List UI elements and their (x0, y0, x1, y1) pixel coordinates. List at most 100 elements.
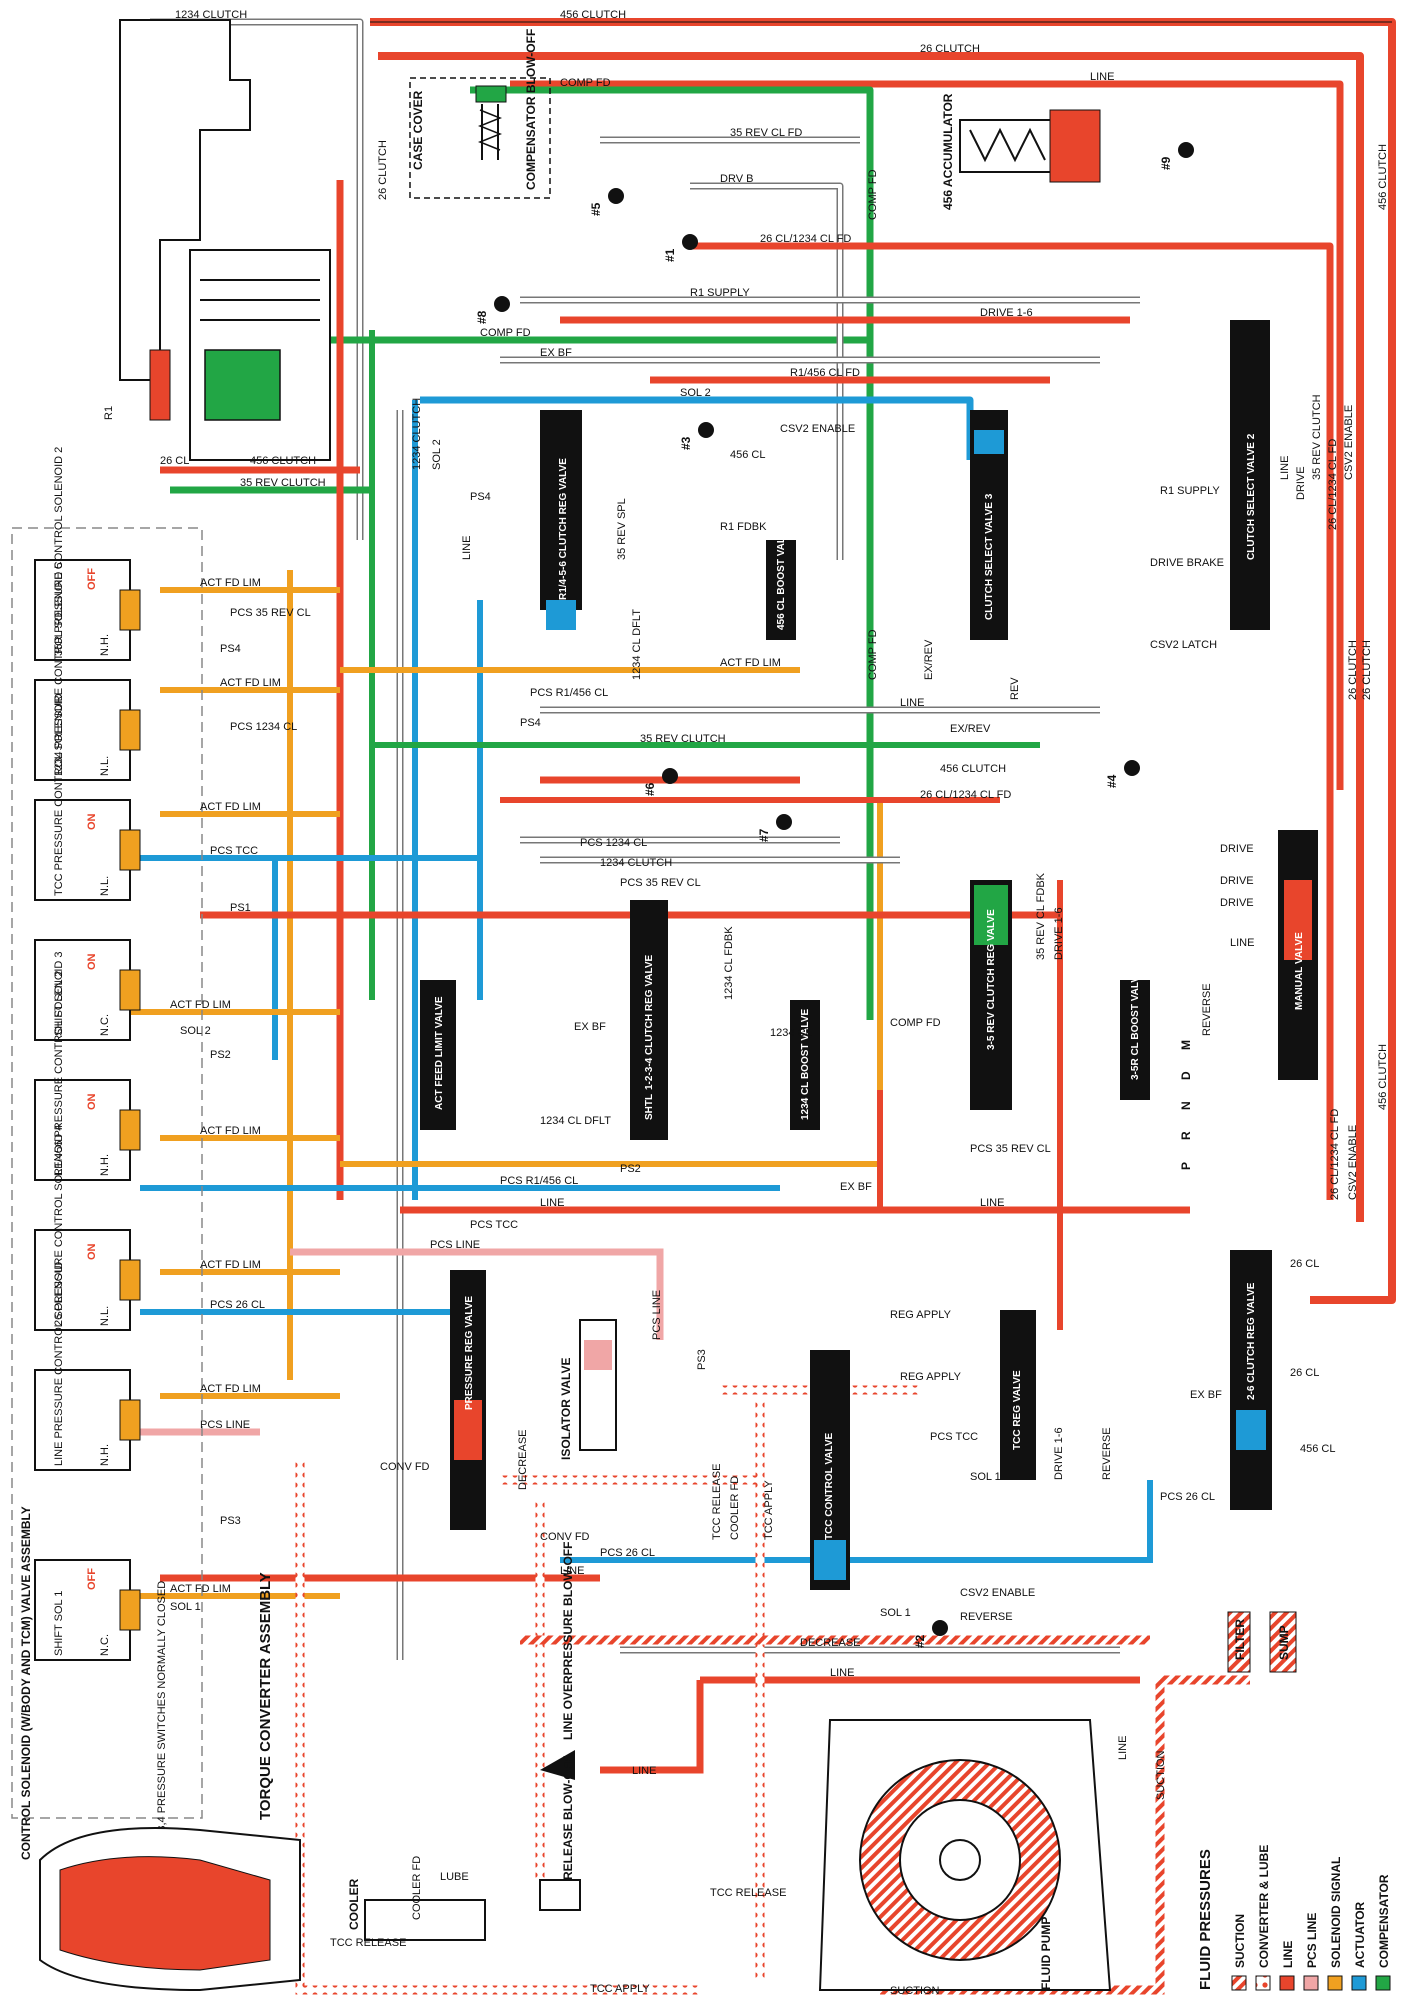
solenoid-body (34, 939, 131, 1041)
svg-text:1234 CL BOOST VALVE: 1234 CL BOOST VALVE (800, 1009, 811, 1120)
label-pcs-tcc-2: PCS TCC (470, 1219, 518, 1231)
label-comp-fd-2: COMP FD (480, 327, 531, 339)
label-suction: SUCTION (890, 1985, 940, 1997)
legend-swatch (1231, 1975, 1247, 1991)
label-35-rev-spl: 35 REV SPL (616, 498, 628, 560)
check-ball-icon (1178, 142, 1194, 158)
label-line-2: LINE (900, 697, 924, 709)
prndm-N: N (1179, 1101, 1193, 1110)
check-ball-label: #8 (475, 310, 489, 324)
check-ball-icon (1124, 760, 1140, 776)
svg-text:R1/4-5-6 CLUTCH REG VALVE: R1/4-5-6 CLUTCH REG VALVE (558, 458, 569, 600)
label-pcs-tcc-3: PCS TCC (930, 1431, 978, 1443)
solenoid-name: SHIFT SOL 2 (53, 971, 65, 1036)
check-ball-icon (932, 1620, 948, 1636)
accumulator-label: 456 ACCUMULATOR (941, 93, 955, 210)
label-pcs-35-rev-2: PCS 35 REV CL (620, 877, 701, 889)
label-ps4-3: PS4 (520, 717, 541, 729)
label-35-rev-clutch: 35 REV CLUTCH (240, 477, 326, 489)
legend-swatch (1375, 1975, 1391, 1991)
solenoid-6: LINE PRESSURE CONTROL SOLENOID N.H. (34, 1262, 141, 1471)
svg-text:456 CL BOOST VALVE: 456 CL BOOST VALVE (776, 524, 787, 630)
solenoid-state: OFF (86, 1568, 98, 1590)
solenoid-type: N.C. (99, 1634, 111, 1656)
control-solenoid-label: CONTROL SOLENOID (W/BODY AND TCM) VALVE … (19, 1506, 33, 1860)
label-pcs-r1-456-2: PCS R1/456 CL (500, 1175, 578, 1187)
converter-lube-circuits (295, 1385, 1250, 1995)
valve-clutch-select-2: CLUTCH SELECT VALVE 2 (1230, 320, 1270, 630)
circuit-26-clutch (378, 52, 1364, 1222)
solenoid-type: N.H. (99, 1444, 111, 1466)
label-comp-fd-vert-2: COMP FD (867, 629, 879, 680)
prndm-D: D (1179, 1071, 1193, 1080)
valve-35r-cl-boost: 3-5R CL BOOST VALVE (1120, 969, 1150, 1100)
label-tcc-release-vert: TCC RELEASE (711, 1464, 723, 1540)
check-ball-icon (494, 296, 510, 312)
valve-1234-cl-boost: 1234 CL BOOST VALVE (790, 1000, 820, 1130)
label-r1-fdbk: R1 FDBK (720, 521, 767, 533)
valve-act-feed-limit: ACT FEED LIMIT VALVE (420, 980, 456, 1130)
legend-item: ACTUATOR (1351, 1901, 1367, 1991)
solenoid-name: 1234 PRESSURE CONTROL SOLENOID 5 (53, 562, 65, 776)
solenoid-port (119, 589, 141, 631)
solenoid-body (34, 679, 131, 781)
pressure-switches-label: 1,2,3,4 PRESSURE SWITCHES NORMALLY CLOSE… (156, 1581, 168, 1850)
label-act-fd-lim-3: ACT FD LIM (220, 677, 281, 689)
label-cooler-fd-vert: COOLER FD (729, 1476, 741, 1540)
label-1234-clutch: 1234 CLUTCH (175, 9, 247, 21)
label-1234-cl-dflt: 1234 CL DFLT (631, 609, 643, 680)
label-conv-fd: CONV FD (380, 1461, 430, 1473)
label-pcs-tcc: PCS TCC (210, 845, 258, 857)
valve-1234-clutch-reg: 1-2-3-4 CLUTCH REG VALVE SHTL (630, 900, 668, 1140)
svg-text:3-5R CL BOOST VALVE: 3-5R CL BOOST VALVE (1130, 969, 1141, 1080)
compensator-label: COMPENSATOR BLOW-OFF (524, 29, 538, 190)
label-act-fd-lim-2: ACT FD LIM (720, 657, 781, 669)
legend-label: COMPENSATOR (1377, 1874, 1391, 1968)
svg-text:SHTL: SHTL (644, 1094, 655, 1120)
svg-text:TCC REG VALVE: TCC REG VALVE (1012, 1370, 1023, 1450)
valve-isolator: ISOLATOR VALVE (559, 1319, 617, 1460)
solenoid-type: N.L. (99, 1306, 111, 1326)
label-26-cl-1234-right-2: 26 CL/1234 CL FD (1327, 439, 1339, 530)
solenoid-body (34, 1079, 131, 1181)
solenoid-state: ON (86, 813, 98, 830)
check-ball-label: #7 (757, 828, 771, 842)
label-pcs-r1-456: PCS R1/456 CL (530, 687, 608, 699)
label-456-cl: 456 CL (730, 449, 765, 461)
cooler: COOLER (347, 1878, 486, 1941)
prndm-M: M (1179, 1040, 1193, 1050)
label-rev: REV (1009, 677, 1021, 700)
label-35-rev-cl-fdbk: 35 REV CL FDBK (1035, 872, 1047, 960)
label-drive-1-6-2: DRIVE 1-6 (1053, 907, 1065, 960)
legend-label: SUCTION (1233, 1914, 1247, 1968)
label-26-clutch-vert: 26 CLUTCH (377, 140, 389, 200)
label-drive-brake: DRIVE BRAKE (1150, 557, 1224, 569)
solenoid-state: ON (86, 1243, 98, 1260)
valve-pressure-reg: PRESSURE REG VALVE (450, 1270, 486, 1530)
left-bus (272, 180, 483, 1660)
label-cooler-fd: COOLER FD (411, 1856, 423, 1920)
label-pcs-line: PCS LINE (430, 1239, 480, 1251)
label-line-4: LINE (980, 1197, 1004, 1209)
label-drive-1-6: DRIVE 1-6 (980, 307, 1033, 319)
label-csv2-enable: CSV2 ENABLE (780, 423, 855, 435)
solenoid-port (119, 829, 141, 871)
label-comp-fd-3: COMP FD (890, 1017, 941, 1029)
case-cover: CASE COVER COMPENSATOR BLOW-OFF (409, 29, 551, 199)
legend-label: LINE (1281, 1941, 1295, 1968)
label-act-fd-lim-7: ACT FD LIM (200, 1259, 261, 1271)
legend-label: SOLENOID SIGNAL (1329, 1857, 1343, 1968)
label-act-fd-lim-1: ACT FD LIM (200, 577, 261, 589)
solenoid-body (34, 1229, 131, 1331)
svg-text:ISOLATOR VALVE: ISOLATOR VALVE (559, 1358, 573, 1460)
label-ps4-2: PS4 (220, 643, 241, 655)
solenoid-name: LINE PRESSURE CONTROL SOLENOID (53, 1262, 65, 1466)
valve-35-rev-clutch-reg: 3-5 REV CLUTCH REG VALVE (970, 880, 1012, 1110)
check-ball-2: #2 (913, 1620, 948, 1648)
solenoid-type: N.C. (99, 1014, 111, 1036)
label-reverse: REVERSE (960, 1611, 1013, 1623)
svg-text:CLUTCH SELECT VALVE 2: CLUTCH SELECT VALVE 2 (1246, 433, 1257, 560)
